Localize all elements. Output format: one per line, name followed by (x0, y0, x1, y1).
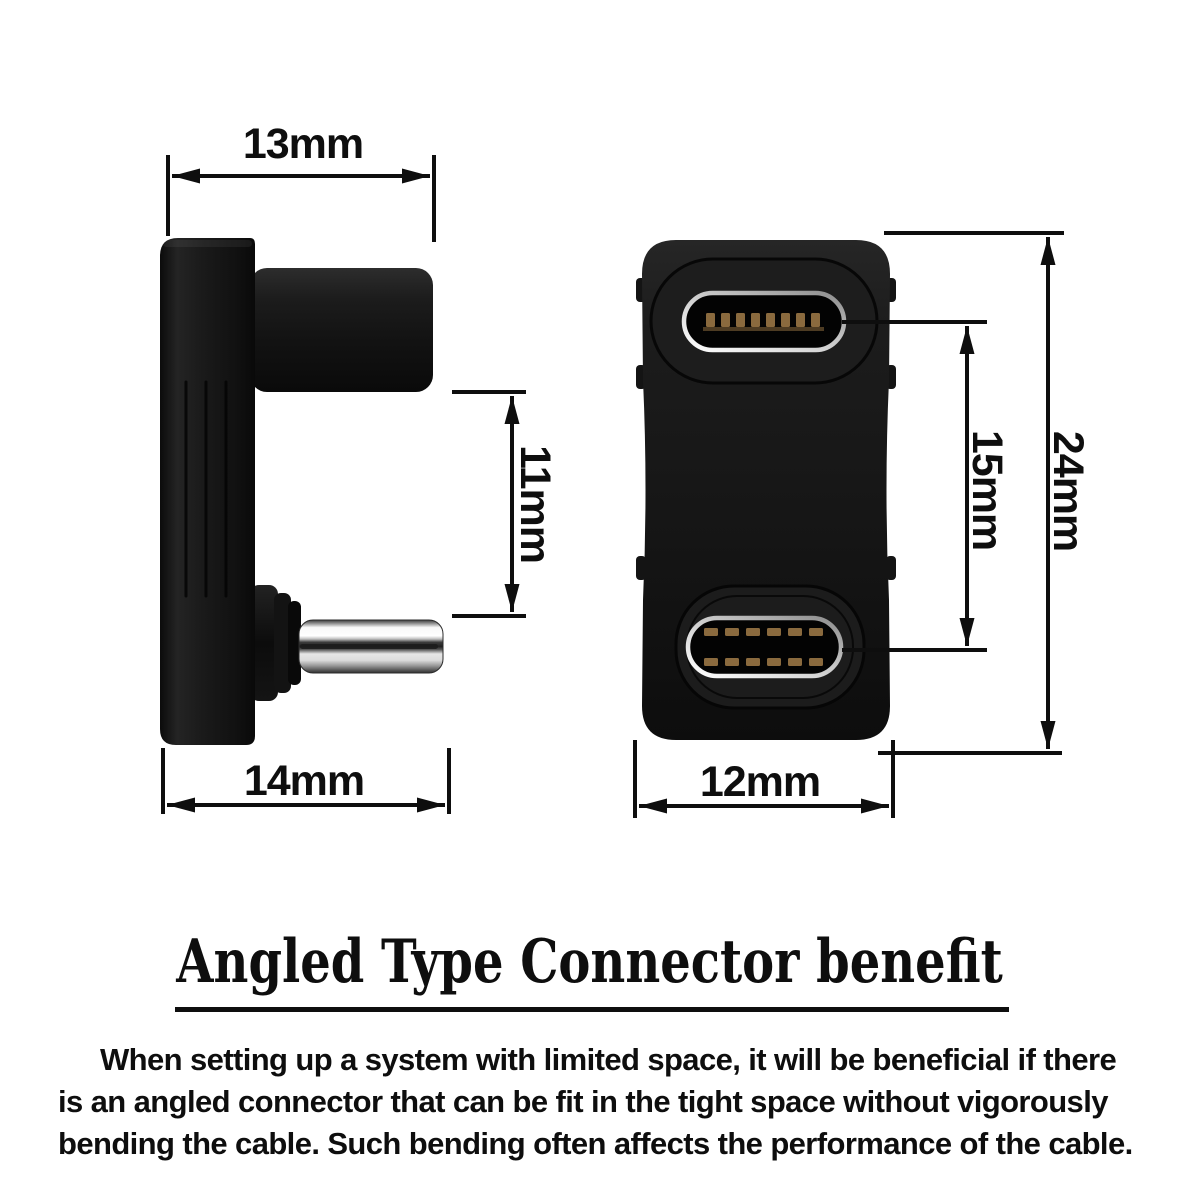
top-port-pins (703, 313, 824, 331)
body-top-sheen (163, 240, 252, 247)
page-title: Angled Type Connector benefit (176, 927, 1004, 997)
title-block: Angled Type Connector benefit (0, 926, 1200, 1006)
plug-collar-inner (288, 601, 301, 685)
dim-label-14mm: 14mm (244, 757, 364, 805)
connector-barrel (250, 268, 433, 392)
dim-15mm: 15mm (842, 320, 1011, 652)
paragraph-line: is an angled connector that can be fit i… (58, 1084, 1108, 1119)
plug-collar-outer (250, 585, 278, 701)
dim-12mm: 12mm (633, 740, 895, 818)
side-view-connector (160, 238, 444, 745)
dim-24mm: 24mm (878, 231, 1092, 755)
bottom-port-pins (704, 628, 823, 666)
dim-label-12mm: 12mm (700, 758, 820, 806)
dim-label-11mm: 11mm (511, 445, 559, 563)
title-underline (175, 1007, 1009, 1012)
dim-11mm: 11mm (452, 390, 559, 618)
paragraph-line: bending the cable. Such bending often af… (58, 1126, 1133, 1161)
dim-13mm: 13mm (166, 120, 436, 242)
paragraph-line: When setting up a system with limited sp… (100, 1042, 1117, 1077)
benefit-paragraph: When setting up a system with limited sp… (58, 1039, 1173, 1165)
dim-label-13mm: 13mm (243, 120, 363, 168)
plug-collar-mid (274, 593, 291, 693)
bottom-usb-c-port (685, 615, 844, 679)
dim-label-24mm: 24mm (1044, 431, 1092, 551)
dimension-diagram: 13mm 11mm 14mm 15mm 24mm (160, 120, 1092, 818)
dim-14mm: 14mm (161, 748, 451, 814)
usb-plug-pin-slot (300, 644, 438, 649)
front-view-connector (636, 240, 896, 740)
dim-label-15mm: 15mm (963, 430, 1011, 550)
